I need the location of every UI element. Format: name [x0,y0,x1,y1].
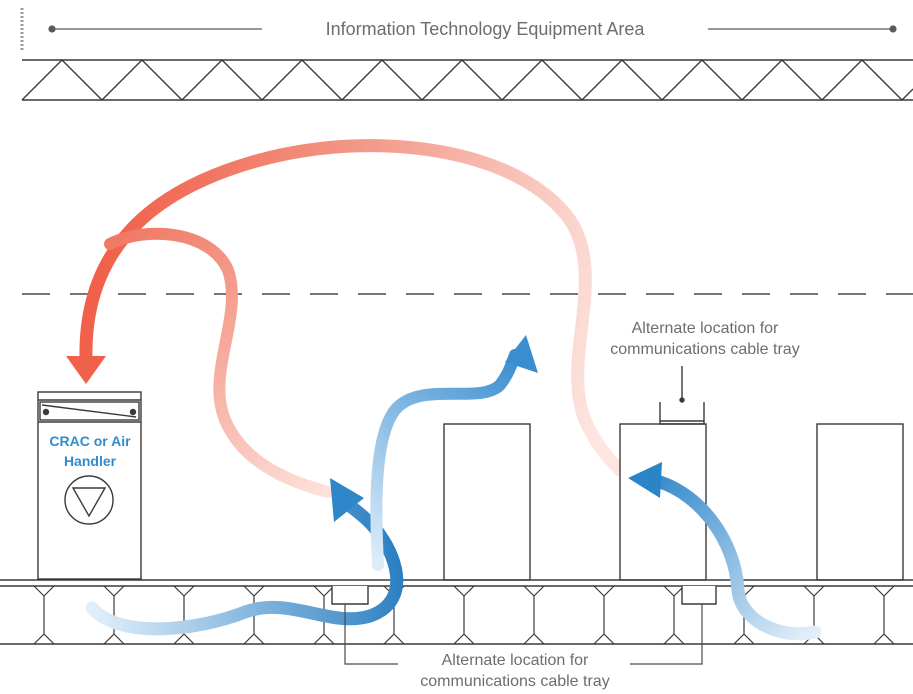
hot-air-return-small [104,227,334,498]
equipment-racks [443,423,904,581]
cold-air-arrowhead-middle [505,335,538,373]
rack-3 [816,423,904,581]
area-dimension-line [20,8,897,50]
overhead-cable-tray [659,366,705,425]
ceiling-truss [21,59,913,101]
crac-fan-icon [64,475,114,525]
cold-air-arrowhead-left [330,478,364,522]
lower-tray-label-line1: Alternate location for [441,652,589,669]
cold-air-rising-middle [370,349,521,571]
hot-air-return-large [79,139,627,477]
hot-air-arrowhead [66,356,106,384]
lower-label-leader [344,604,703,665]
crac-label-line1: CRAC or Air [49,433,131,449]
rack-1 [443,423,531,581]
upper-tray-label-line1: Alternate location for [631,320,779,337]
crac-unit [37,391,142,580]
upper-tray-label-line2: communications cable tray [610,341,800,358]
underfloor-cable-trays [331,586,717,605]
lower-tray-label-line2: communications cable tray [420,673,610,690]
cold-air-underfloor-right [653,475,822,641]
raised-floor [0,579,913,645]
truss-zigzag [21,59,913,101]
area-title: Information Technology Equipment Area [325,19,645,39]
cold-air-arrowhead-right [628,462,662,498]
crac-label-line2: Handler [63,453,117,469]
floor-pedestals [33,585,895,645]
